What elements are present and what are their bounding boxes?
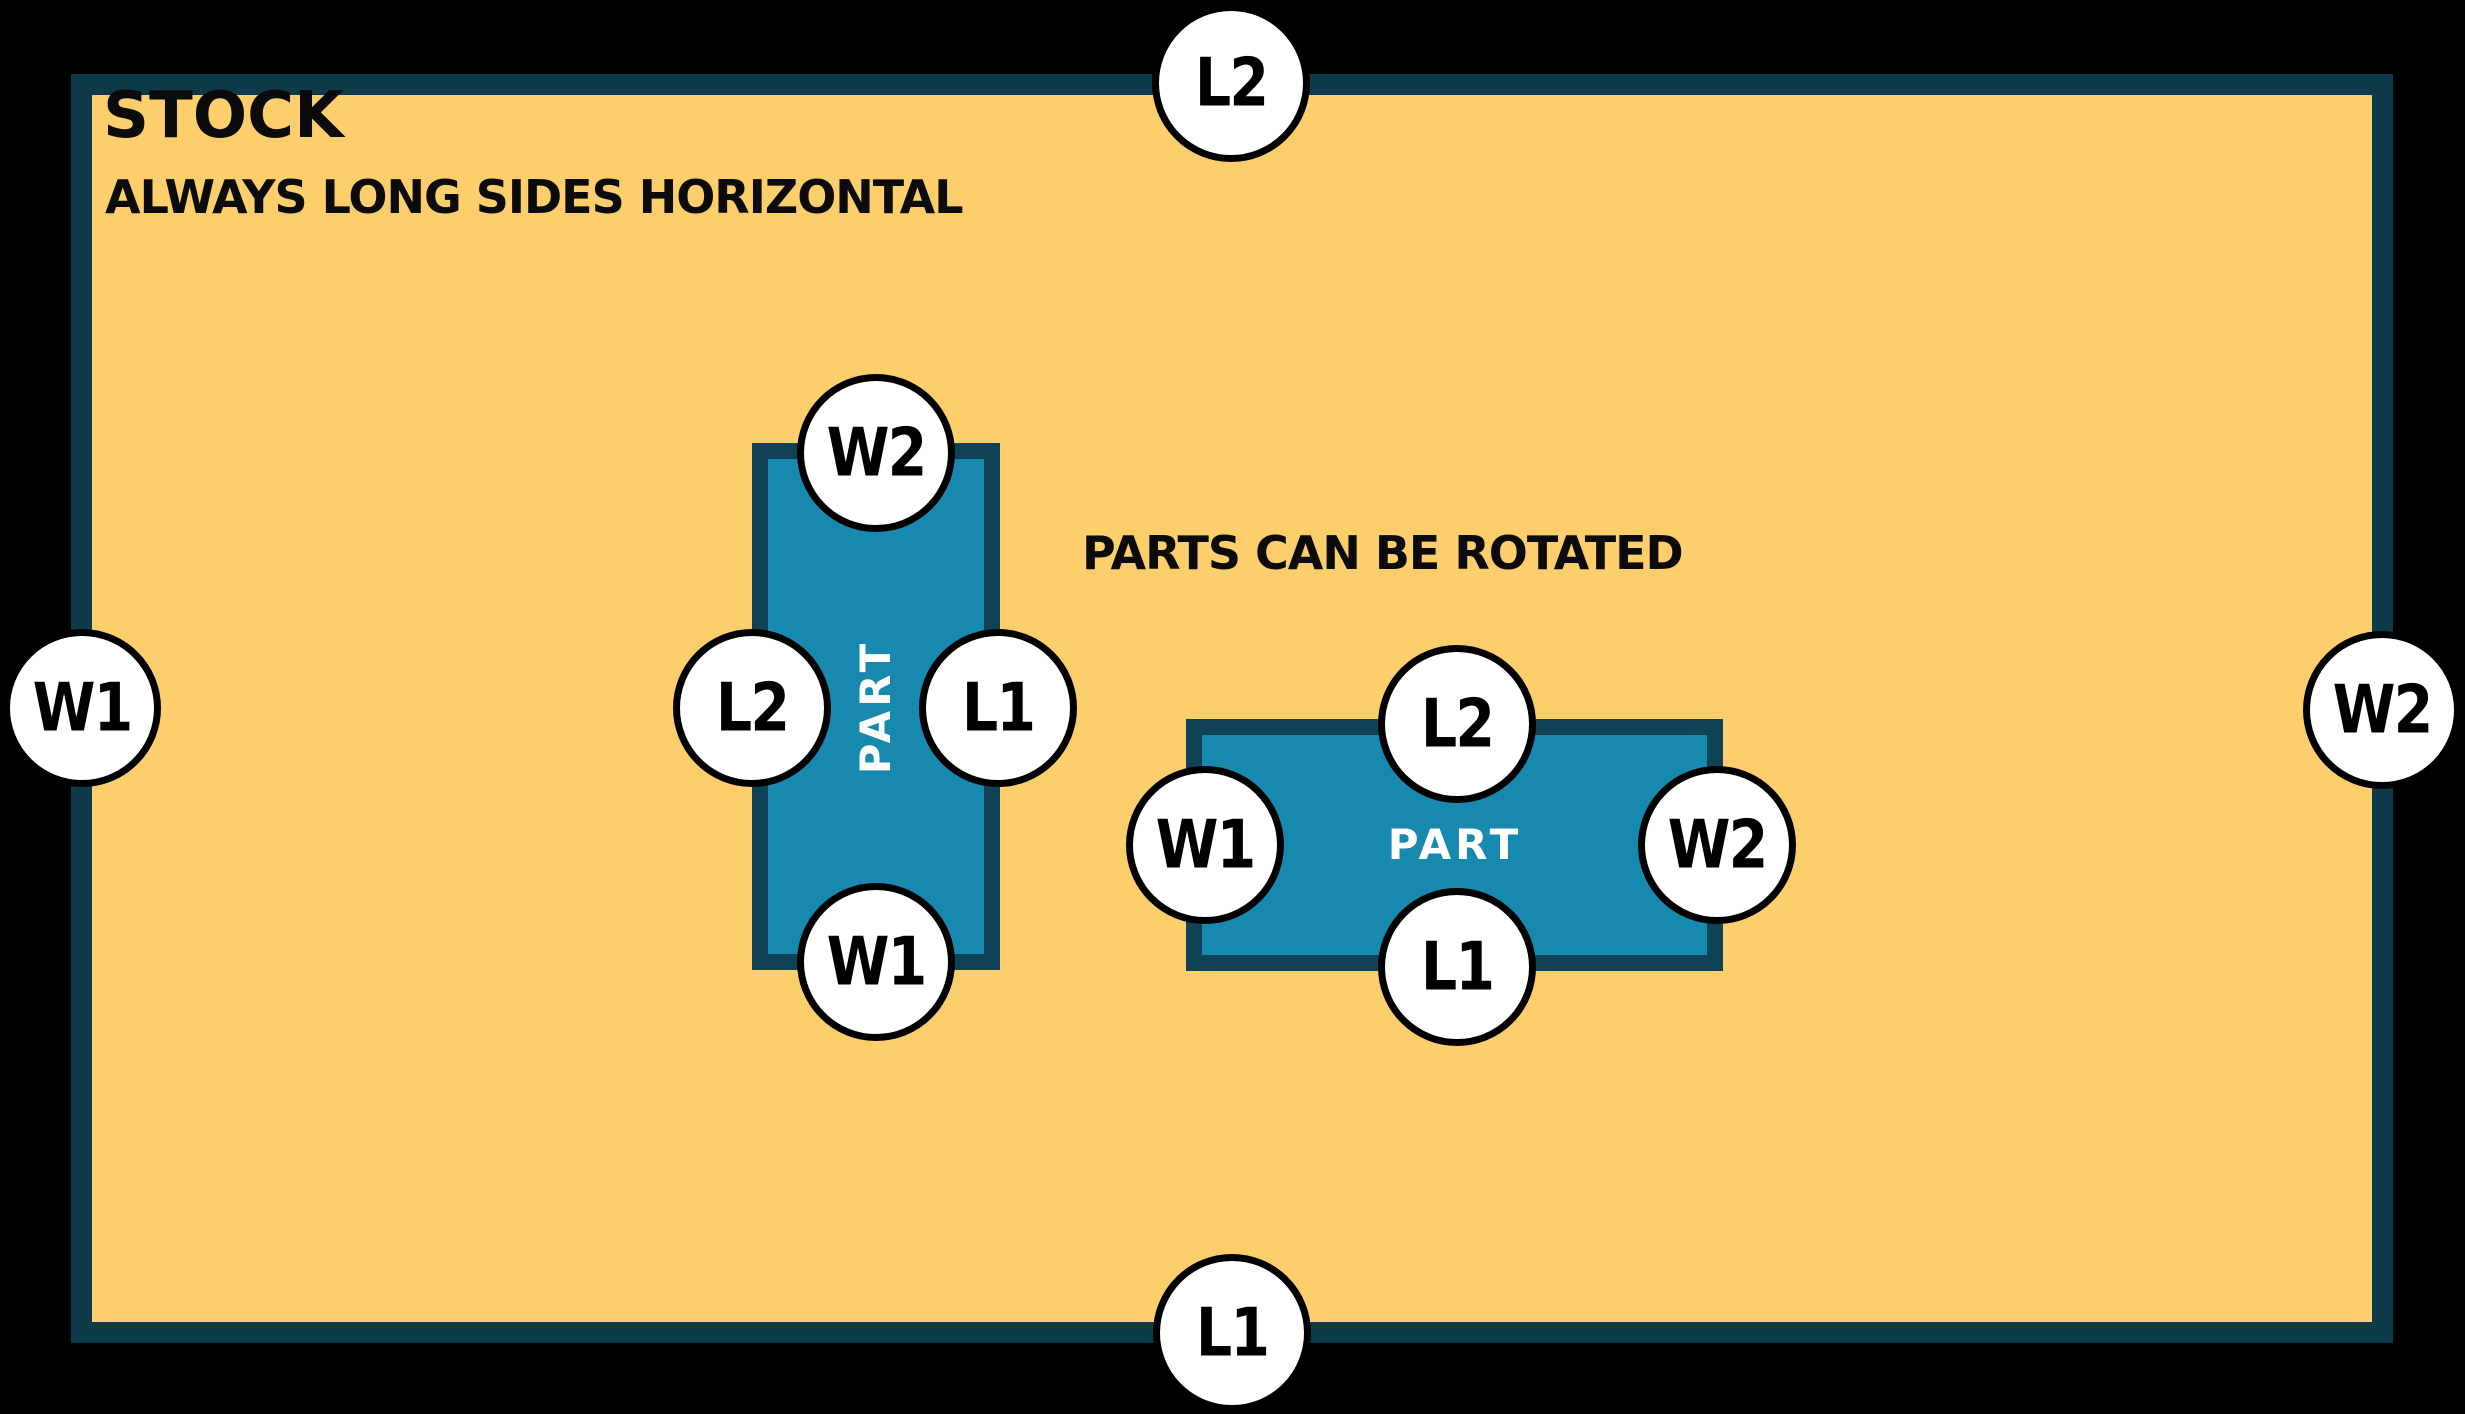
rotation-note: PARTS CAN BE ROTATED <box>1082 526 1684 580</box>
stock-edge-label-right-text: W2 <box>2332 670 2434 750</box>
part-vertical-edge-label-bottom: W1 <box>797 883 955 1041</box>
part-horizontal-edge-label-right-text: W2 <box>1667 805 1769 885</box>
stock-edge-label-top-text: L2 <box>1194 43 1269 123</box>
part-vertical-edge-label-top-text: W2 <box>826 413 928 493</box>
stock-edge-label-bottom-text: L1 <box>1195 1293 1270 1373</box>
part-horizontal-edge-label-left: W1 <box>1126 766 1284 924</box>
part-horizontal-label: PART <box>1387 820 1523 869</box>
part-horizontal-edge-label-right: W2 <box>1638 766 1796 924</box>
part-vertical-edge-label-left-text: L2 <box>715 668 790 748</box>
stock-edge-label-top: L2 <box>1152 4 1310 162</box>
part-vertical-edge-label-right-text: L1 <box>961 668 1036 748</box>
part-vertical-edge-label-bottom-text: W1 <box>826 922 928 1002</box>
stock-rectangle <box>71 74 2393 1343</box>
part-horizontal-edge-label-top-text: L2 <box>1420 684 1495 764</box>
stock-edge-label-left-text: W1 <box>32 668 134 748</box>
stock-edge-label-left: W1 <box>3 629 161 787</box>
part-horizontal-edge-label-bottom-text: L1 <box>1420 927 1495 1007</box>
part-vertical-label: PART <box>851 639 900 775</box>
stock-edge-label-right: W2 <box>2303 631 2461 789</box>
part-horizontal-edge-label-left-text: W1 <box>1155 805 1257 885</box>
stock-title: STOCK <box>103 79 344 153</box>
part-horizontal-edge-label-top: L2 <box>1378 645 1536 803</box>
part-vertical-edge-label-right: L1 <box>919 629 1077 787</box>
part-vertical-edge-label-top: W2 <box>797 374 955 532</box>
stock-subtitle: ALWAYS LONG SIDES HORIZONTAL <box>105 170 964 224</box>
stock-edge-label-bottom: L1 <box>1153 1254 1311 1412</box>
part-vertical-edge-label-left: L2 <box>673 629 831 787</box>
part-horizontal-edge-label-bottom: L1 <box>1378 888 1536 1046</box>
